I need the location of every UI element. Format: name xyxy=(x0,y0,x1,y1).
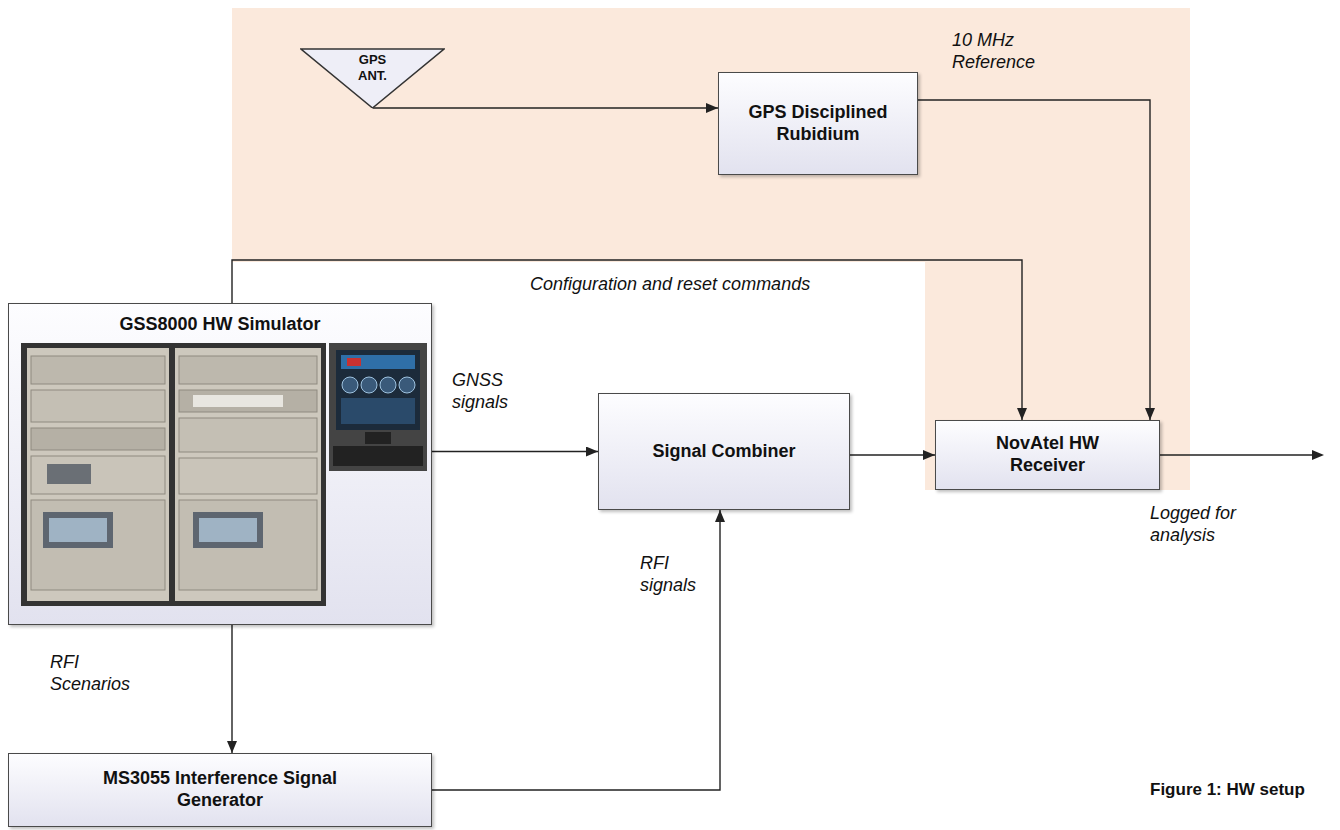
antenna-symbol: GPS ANT. xyxy=(300,48,445,108)
signal-label: RFI Scenarios xyxy=(50,652,145,695)
box-title: GPS Disciplined Rubidium xyxy=(738,102,898,145)
generator-box: MS3055 Interference Signal Generator xyxy=(8,753,432,827)
output-label: Logged for analysis xyxy=(1150,503,1255,546)
simulator-box: GSS8000 HW Simulator xyxy=(8,303,432,625)
timing-region xyxy=(232,8,1190,262)
signal-label: 10 MHz Reference xyxy=(952,30,1062,73)
output-arrowhead xyxy=(1312,450,1324,460)
signal-connector xyxy=(850,454,935,455)
figure-caption: Figure 1: HW setup xyxy=(1150,780,1305,800)
box-title: MS3055 Interference Signal Generator xyxy=(70,768,370,811)
reference-box: GPS Disciplined Rubidium xyxy=(718,72,918,175)
combiner-box: Signal Combiner xyxy=(598,393,850,510)
signal-connector xyxy=(432,510,720,790)
signal-connector xyxy=(231,625,232,753)
signal-label: GNSS signals xyxy=(452,370,532,413)
signal-label: Configuration and reset commands xyxy=(530,274,830,296)
receiver-box: NovAtel HW Receiver xyxy=(935,420,1160,490)
box-title: NovAtel HW Receiver xyxy=(983,433,1113,476)
signal-label: RFI signals xyxy=(640,553,710,596)
box-title: Signal Combiner xyxy=(652,441,795,463)
box-title: GPS ANT. xyxy=(348,52,398,83)
signal-connector xyxy=(373,107,719,108)
output-line xyxy=(1160,454,1314,455)
simulator-photo xyxy=(17,340,427,610)
signal-connector xyxy=(432,451,598,452)
box-title: GSS8000 HW Simulator xyxy=(119,314,320,336)
